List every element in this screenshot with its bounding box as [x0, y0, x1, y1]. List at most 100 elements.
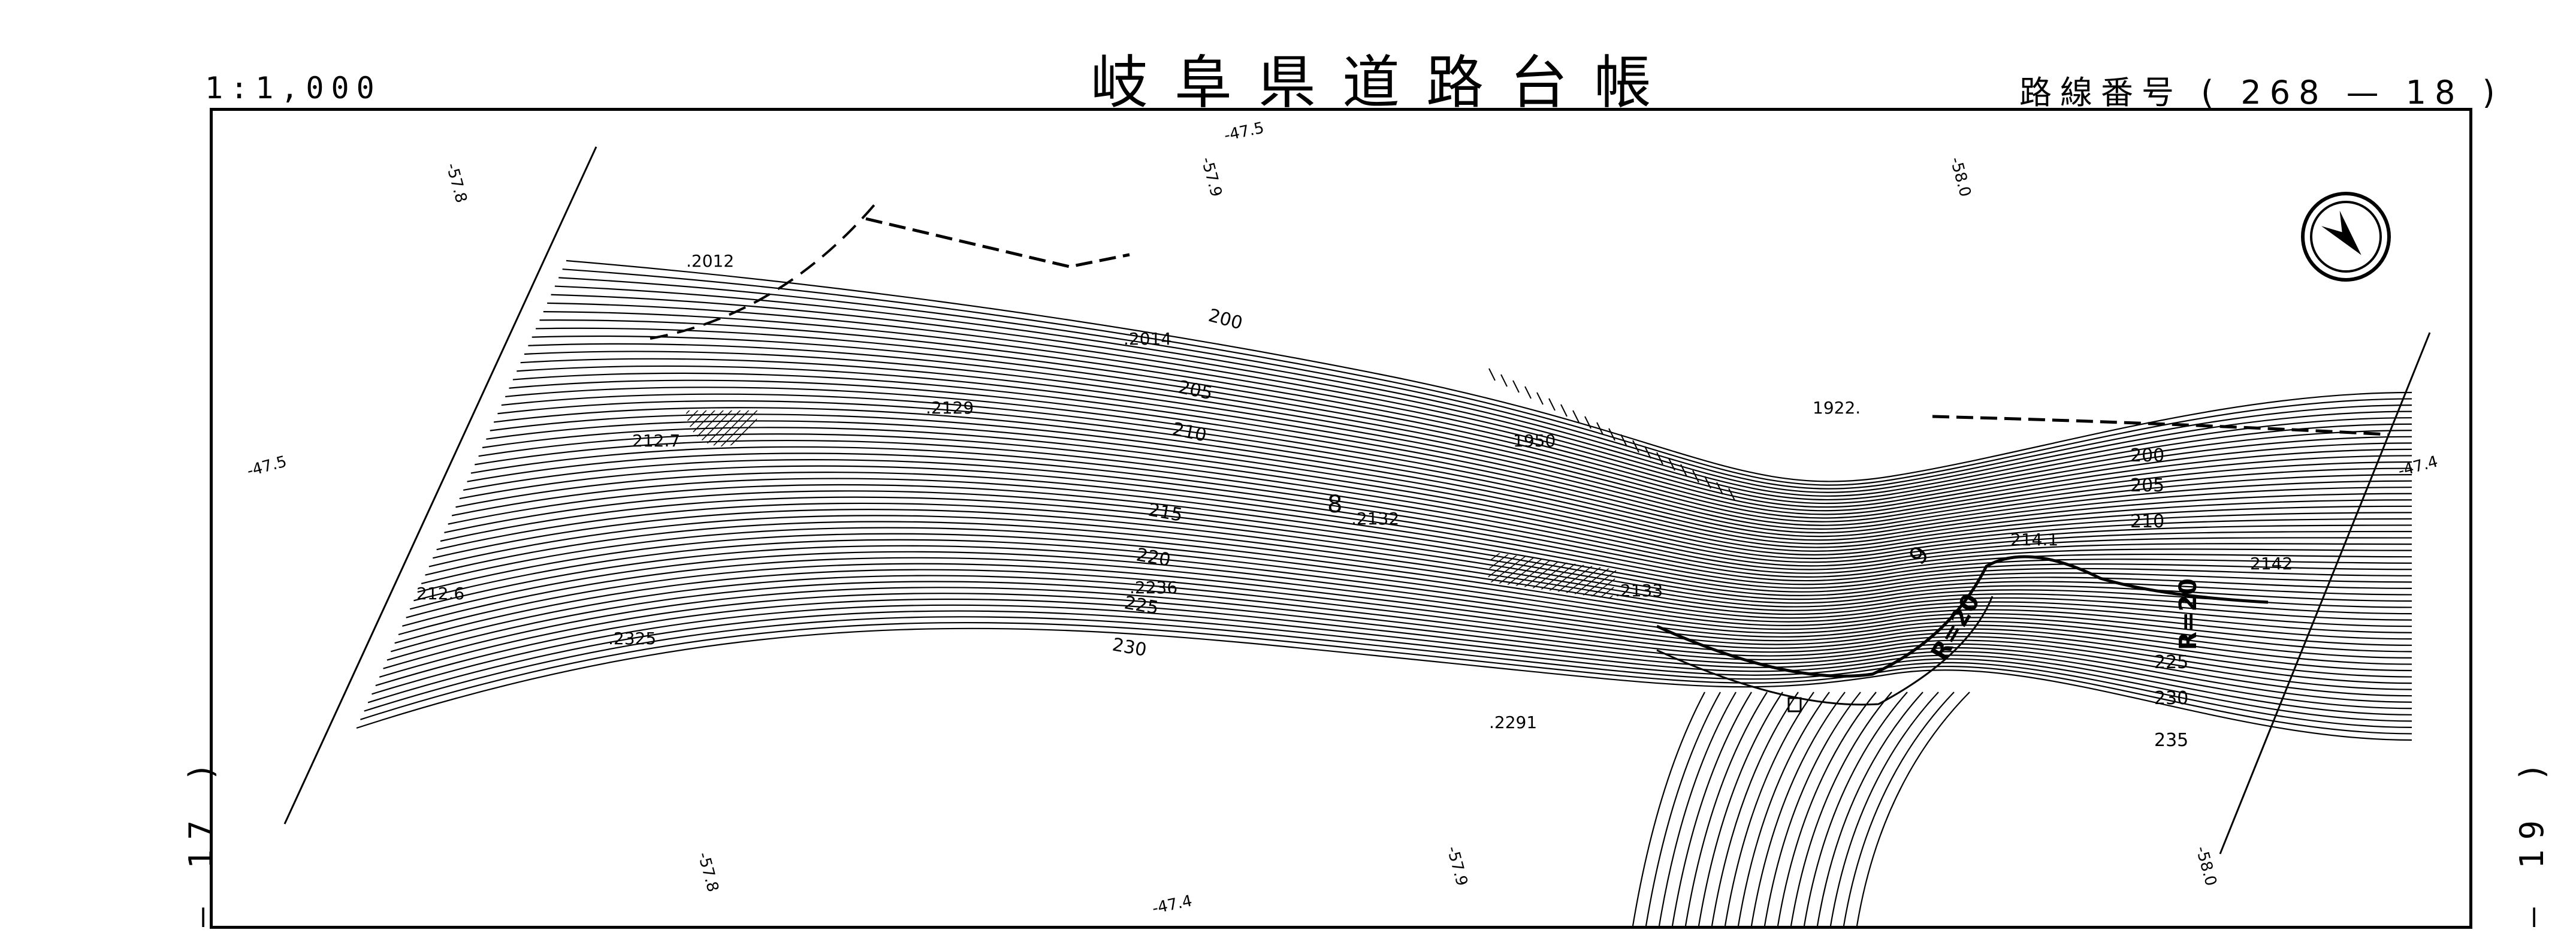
contour-line [1790, 692, 1892, 926]
structure-marker [1787, 697, 1802, 712]
contour-line [497, 400, 2412, 548]
grid-label-top-2: -57.9 [1197, 155, 1225, 199]
contour-line [490, 413, 2412, 555]
grid-label-top-3: -58.0 [1946, 155, 1974, 199]
contour-line [367, 610, 2412, 722]
contour-line [536, 327, 2412, 512]
road-edge-dashed [650, 200, 879, 340]
hatched-area [1487, 552, 1617, 600]
contour-line [505, 387, 2412, 541]
road-centerline [1656, 555, 2269, 678]
previous-sheet-link[interactable]: — 17 ) [182, 752, 221, 928]
contour-line [517, 365, 2412, 530]
contour-line [402, 557, 2412, 665]
contour-line [1698, 692, 1783, 926]
grid-label-left: -47.5 [245, 452, 289, 480]
topographic-map: -57.8 -57.9 -58.0 -47.5 -57.8 -57.9 -58.… [245, 119, 2440, 926]
sheet-boundary-left [283, 146, 597, 825]
contour-line [528, 343, 2412, 519]
contour-line [551, 294, 2412, 497]
contour-line [470, 446, 2412, 574]
map-frame: -57.8 -57.9 -58.0 -47.5 -57.8 -57.9 -58.… [210, 108, 2472, 929]
contour-line [1829, 692, 1939, 926]
contour-line [486, 420, 2412, 560]
spot-height: .2014 [1124, 329, 1171, 349]
road-edge-lower [1656, 596, 1994, 706]
contour-label: 235 [2154, 730, 2188, 751]
grid-label-bottom-1: -57.8 [694, 850, 721, 894]
contour-line [493, 407, 2412, 552]
contour-line [512, 372, 2412, 534]
station-label: 8 [1327, 491, 1342, 518]
contour-line [459, 465, 2412, 585]
contour-line [386, 581, 2412, 690]
contour-line [467, 452, 2412, 578]
contour-label: 225 [2154, 652, 2188, 673]
contour-line [421, 527, 2412, 633]
contour-line [1711, 692, 1799, 926]
spot-height: 2142 [2250, 554, 2293, 573]
contour-line [1750, 692, 1846, 926]
contour-label: 210 [2130, 511, 2164, 532]
contour-line [372, 604, 2412, 715]
contour-line [1645, 692, 1721, 926]
spot-height: .2291 [1489, 712, 1537, 732]
cliff-ticks [1488, 368, 1735, 501]
contour-line [562, 268, 2412, 486]
contour-line [455, 472, 2412, 589]
contour-label: 1950 [1513, 431, 1556, 451]
contour-label: 205 [2130, 475, 2164, 496]
contour-line [1856, 692, 1970, 926]
contour-line [1816, 692, 1923, 926]
contour-line [417, 533, 2412, 640]
grid-label-top-4: -47.5 [1222, 119, 1266, 145]
contour-line [1671, 692, 1752, 926]
next-sheet-link[interactable]: — 19 ) [2513, 752, 2551, 928]
road-edge-right [1932, 415, 2388, 436]
contour-line [398, 563, 2412, 672]
contour-label: 200 [2130, 445, 2164, 466]
grid-label-right: -47.4 [2396, 452, 2440, 480]
page-title: 岐阜県道路台帳 [1091, 49, 1678, 116]
contour-line [509, 379, 2412, 538]
north-arrow-icon [2301, 192, 2391, 282]
contour-label: 200 [1206, 305, 1245, 334]
contour-line [1724, 692, 1814, 926]
contour-line [531, 335, 2412, 515]
spot-height: .2133 [1615, 581, 1663, 600]
contour-line [1763, 692, 1861, 926]
contour-line [554, 285, 2412, 493]
spot-height: 214.1 [2010, 530, 2058, 550]
contour-line [383, 587, 2412, 697]
contour-line [356, 627, 2412, 741]
contour-line [482, 427, 2412, 563]
spot-height: 212.7 [632, 431, 680, 451]
contour-line [547, 302, 2412, 501]
contour-line [413, 539, 2412, 646]
contour-line [364, 616, 2412, 729]
road-edge-top [865, 217, 1130, 268]
contour-line [463, 458, 2412, 582]
contour-line [478, 433, 2412, 567]
spot-height: .2236 [1130, 578, 1177, 597]
contour-line [543, 310, 2412, 505]
contour-line [1737, 692, 1830, 926]
contour-line [1632, 692, 1705, 926]
contour-line [558, 277, 2412, 490]
contour-line [360, 621, 2412, 735]
spot-height: 212.6 [416, 584, 464, 603]
contour-line [501, 393, 2412, 545]
contour-line [566, 259, 2412, 482]
contour-line [1684, 692, 1768, 926]
spot-height: .2012 [686, 251, 734, 271]
route-number: 路線番号 ( 268 — 18 ) [2019, 74, 2503, 111]
contour-line [379, 593, 2412, 703]
contour-line [475, 439, 2412, 570]
bottom-rule [210, 926, 2472, 929]
grid-label-top-1: -57.8 [442, 161, 470, 205]
contour-line [1777, 692, 1877, 926]
hatched-mound [686, 410, 758, 446]
spot-height: .2325 [608, 629, 656, 648]
grid-label-bottom-3: -58.0 [2192, 844, 2219, 888]
contour-line [1658, 692, 1737, 926]
